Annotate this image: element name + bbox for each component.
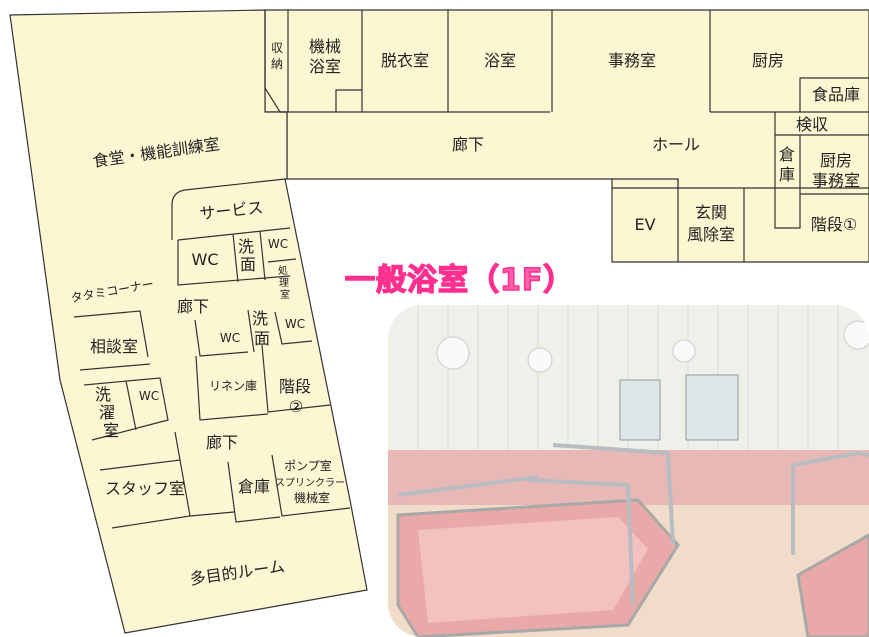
label-shuno-a: 収 <box>271 41 283 55</box>
label-rouka-low: 廊下 <box>206 433 238 452</box>
bath-photo <box>388 305 869 637</box>
label-kikai-yoku-b: 浴室 <box>309 57 341 76</box>
label-kaidan2-b: ② <box>289 397 303 416</box>
label-kikai-yoku-a: 機械 <box>309 37 341 56</box>
label-staff: スタッフ室 <box>105 479 185 498</box>
label-wc2: WC <box>268 237 288 251</box>
label-genkan-b: 風除室 <box>687 225 735 244</box>
label-sentaku-c: 室 <box>103 421 119 440</box>
label-chubo-jimu-a: 厨房 <box>820 151 852 170</box>
label-chubo: 厨房 <box>752 51 784 70</box>
photo-title: 一般浴室（1F） <box>344 262 575 299</box>
label-hall: ホール <box>652 135 700 154</box>
label-sentaku-b: 濯 <box>99 403 115 422</box>
label-shochi-a: 処 <box>278 264 288 277</box>
label-ev: EV <box>634 215 655 234</box>
label-senmen2-a: 洗 <box>252 309 268 328</box>
label-shokuhinko: 食品庫 <box>812 85 860 104</box>
label-wc1: WC <box>192 250 219 269</box>
label-datsui: 脱衣室 <box>381 51 429 70</box>
label-wc5: WC <box>139 389 159 403</box>
label-wc3: WC <box>220 331 240 345</box>
label-wc4: WC <box>285 317 305 331</box>
label-souko-b: 庫 <box>779 165 795 184</box>
label-shuno-b: 納 <box>271 57 283 71</box>
label-pump-b: スプリンクラー <box>275 477 345 489</box>
label-senmen2-b: 面 <box>254 329 270 348</box>
label-rouka-mid: 廊下 <box>177 297 209 316</box>
label-pump-c: 機械室 <box>294 490 330 505</box>
top-wing <box>264 9 869 263</box>
label-sentaku-a: 洗 <box>95 385 111 404</box>
label-senmen1-b: 面 <box>240 255 256 274</box>
label-shochi-c: 室 <box>280 288 290 301</box>
label-linen: リネン庫 <box>209 379 257 393</box>
label-yokushitsu: 浴室 <box>484 51 516 70</box>
label-kaidan2-a: 階段 <box>279 377 311 396</box>
label-chubo-jimu-b: 事務室 <box>812 171 860 190</box>
label-senmen1-a: 洗 <box>238 237 254 256</box>
label-rouka-top: 廊下 <box>452 135 484 154</box>
label-kaidan1: 階段① <box>811 215 857 234</box>
label-shochi-b: 理 <box>279 277 289 289</box>
label-souko-low: 倉庫 <box>238 477 270 496</box>
left-room-walls <box>73 178 351 529</box>
label-genkan-a: 玄関 <box>695 203 727 222</box>
bath-photo-image <box>388 305 869 637</box>
label-souko-a: 倉 <box>779 145 795 164</box>
label-pump-a: ポンプ室 <box>284 458 332 473</box>
label-jimu: 事務室 <box>608 51 656 70</box>
label-soudan: 相談室 <box>90 337 138 356</box>
label-kenshu: 検収 <box>796 115 828 134</box>
top-room-walls <box>264 10 869 262</box>
